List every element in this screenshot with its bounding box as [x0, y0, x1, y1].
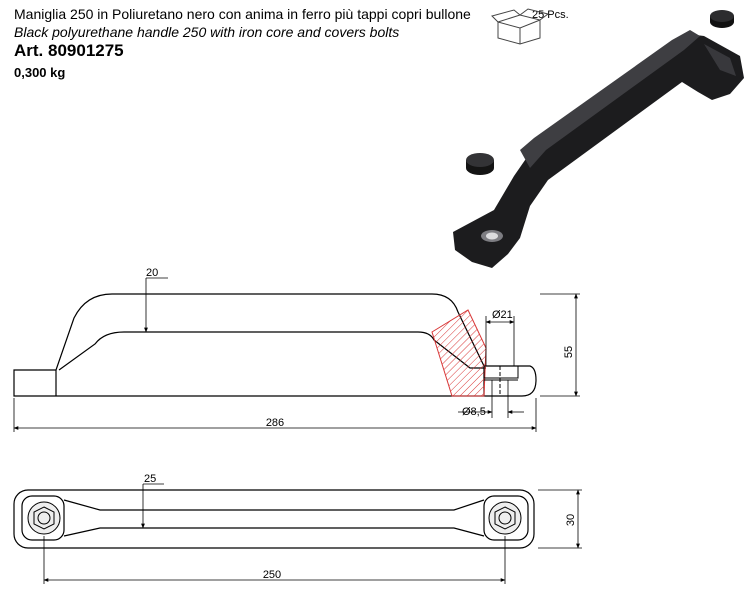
dim-hole-small: Ø8,5 — [462, 406, 486, 418]
article-number: Art. 80901275 — [14, 41, 124, 60]
top-view-drawing — [13, 489, 535, 549]
bolt-head-right — [488, 501, 522, 535]
dim-length-overall: 286 — [266, 417, 284, 429]
title-italian: Maniglia 250 in Poliuretano nero con ani… — [14, 6, 471, 22]
bolt-cover-cap-image — [710, 10, 734, 28]
dim-top-height: 30 — [565, 514, 577, 526]
dim-width: 25 — [144, 473, 156, 485]
weight: 0,300 kg — [14, 65, 66, 80]
dim-hole-large: Ø21 — [492, 309, 513, 321]
handle-product-image — [453, 30, 744, 268]
top-dimension-lines — [43, 483, 582, 584]
bolt-hole-section — [483, 365, 519, 396]
dim-thickness: 20 — [146, 267, 158, 279]
bolt-head-left — [27, 501, 61, 535]
dim-center-distance: 250 — [263, 569, 281, 581]
title-english: Black polyurethane handle 250 with iron … — [14, 24, 400, 40]
side-dimension-lines — [13, 277, 580, 432]
dim-height: 55 — [563, 346, 575, 358]
section-hatch — [431, 309, 487, 397]
box-icon — [491, 8, 550, 45]
